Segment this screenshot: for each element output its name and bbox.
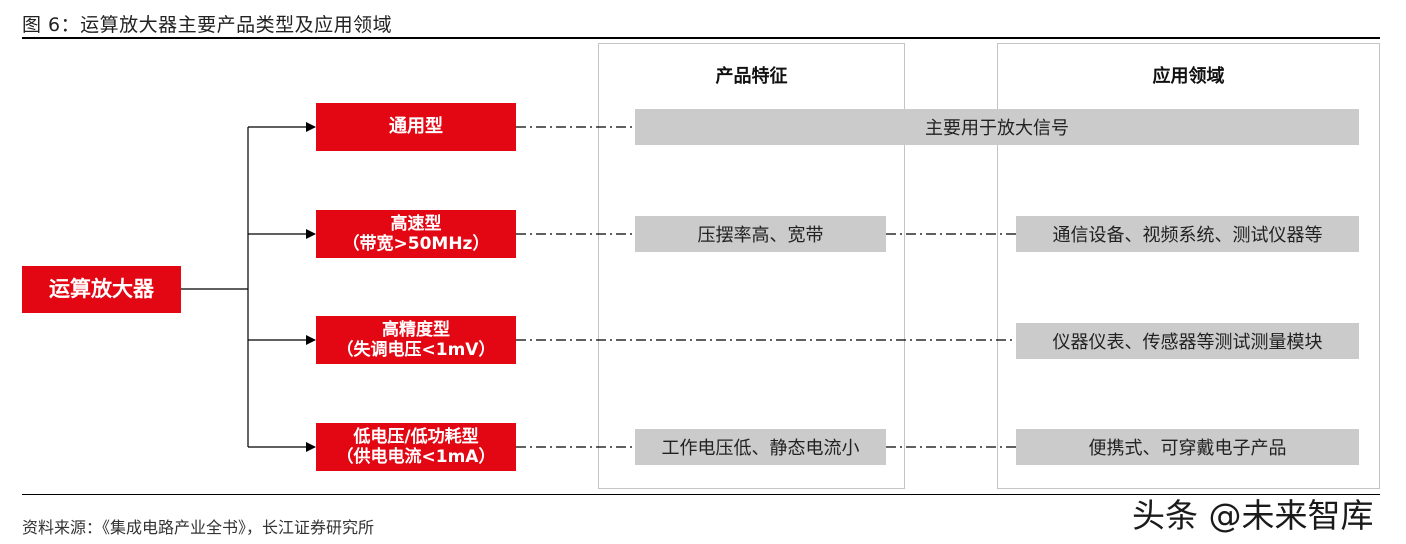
product-high-precision: 高精度型 （失调电压<1mV） [316,316,516,364]
root-node: 运算放大器 [22,266,181,313]
features-header: 产品特征 [715,66,788,87]
application-low-power: 便携式、可穿戴电子产品 [1016,429,1359,465]
figure-title: 图 6：运算放大器主要产品类型及应用领域 [22,14,393,36]
root-label: 运算放大器 [49,276,154,301]
application-high-speed: 通信设备、视频系统、测试仪器等 [1016,216,1359,252]
product-general-name: 通用型 [389,116,443,138]
source-note: 资料来源：《集成电路产业全书》，长江证券研究所 [22,518,375,537]
feature-low-power: 工作电压低、静态电流小 [635,429,886,465]
product-low-power-subtitle: （供电电流<1mA） [336,447,496,467]
product-high-speed-subtitle: （带宽>50MHz） [342,234,490,254]
application-high-precision: 仪器仪表、传感器等测试测量模块 [1016,323,1359,359]
product-high-precision-subtitle: （失调电压<1mV） [336,340,496,360]
applications-header: 应用领域 [1152,66,1225,87]
product-high-speed-name: 高速型 [390,213,442,234]
product-high-speed: 高速型 （带宽>50MHz） [316,210,516,258]
bottom-rule [22,494,1380,495]
product-general: 通用型 [316,103,516,151]
top-rule [22,37,1380,39]
watermark: 头条 @未来智库 [1132,496,1374,535]
feature-high-speed: 压摆率高、宽带 [635,216,886,252]
product-high-precision-name: 高精度型 [382,319,450,340]
feature-general-shared: 主要用于放大信号 [635,109,1359,145]
product-low-power: 低电压/低功耗型 （供电电流<1mA） [316,423,516,471]
product-low-power-name: 低电压/低功耗型 [353,426,479,447]
